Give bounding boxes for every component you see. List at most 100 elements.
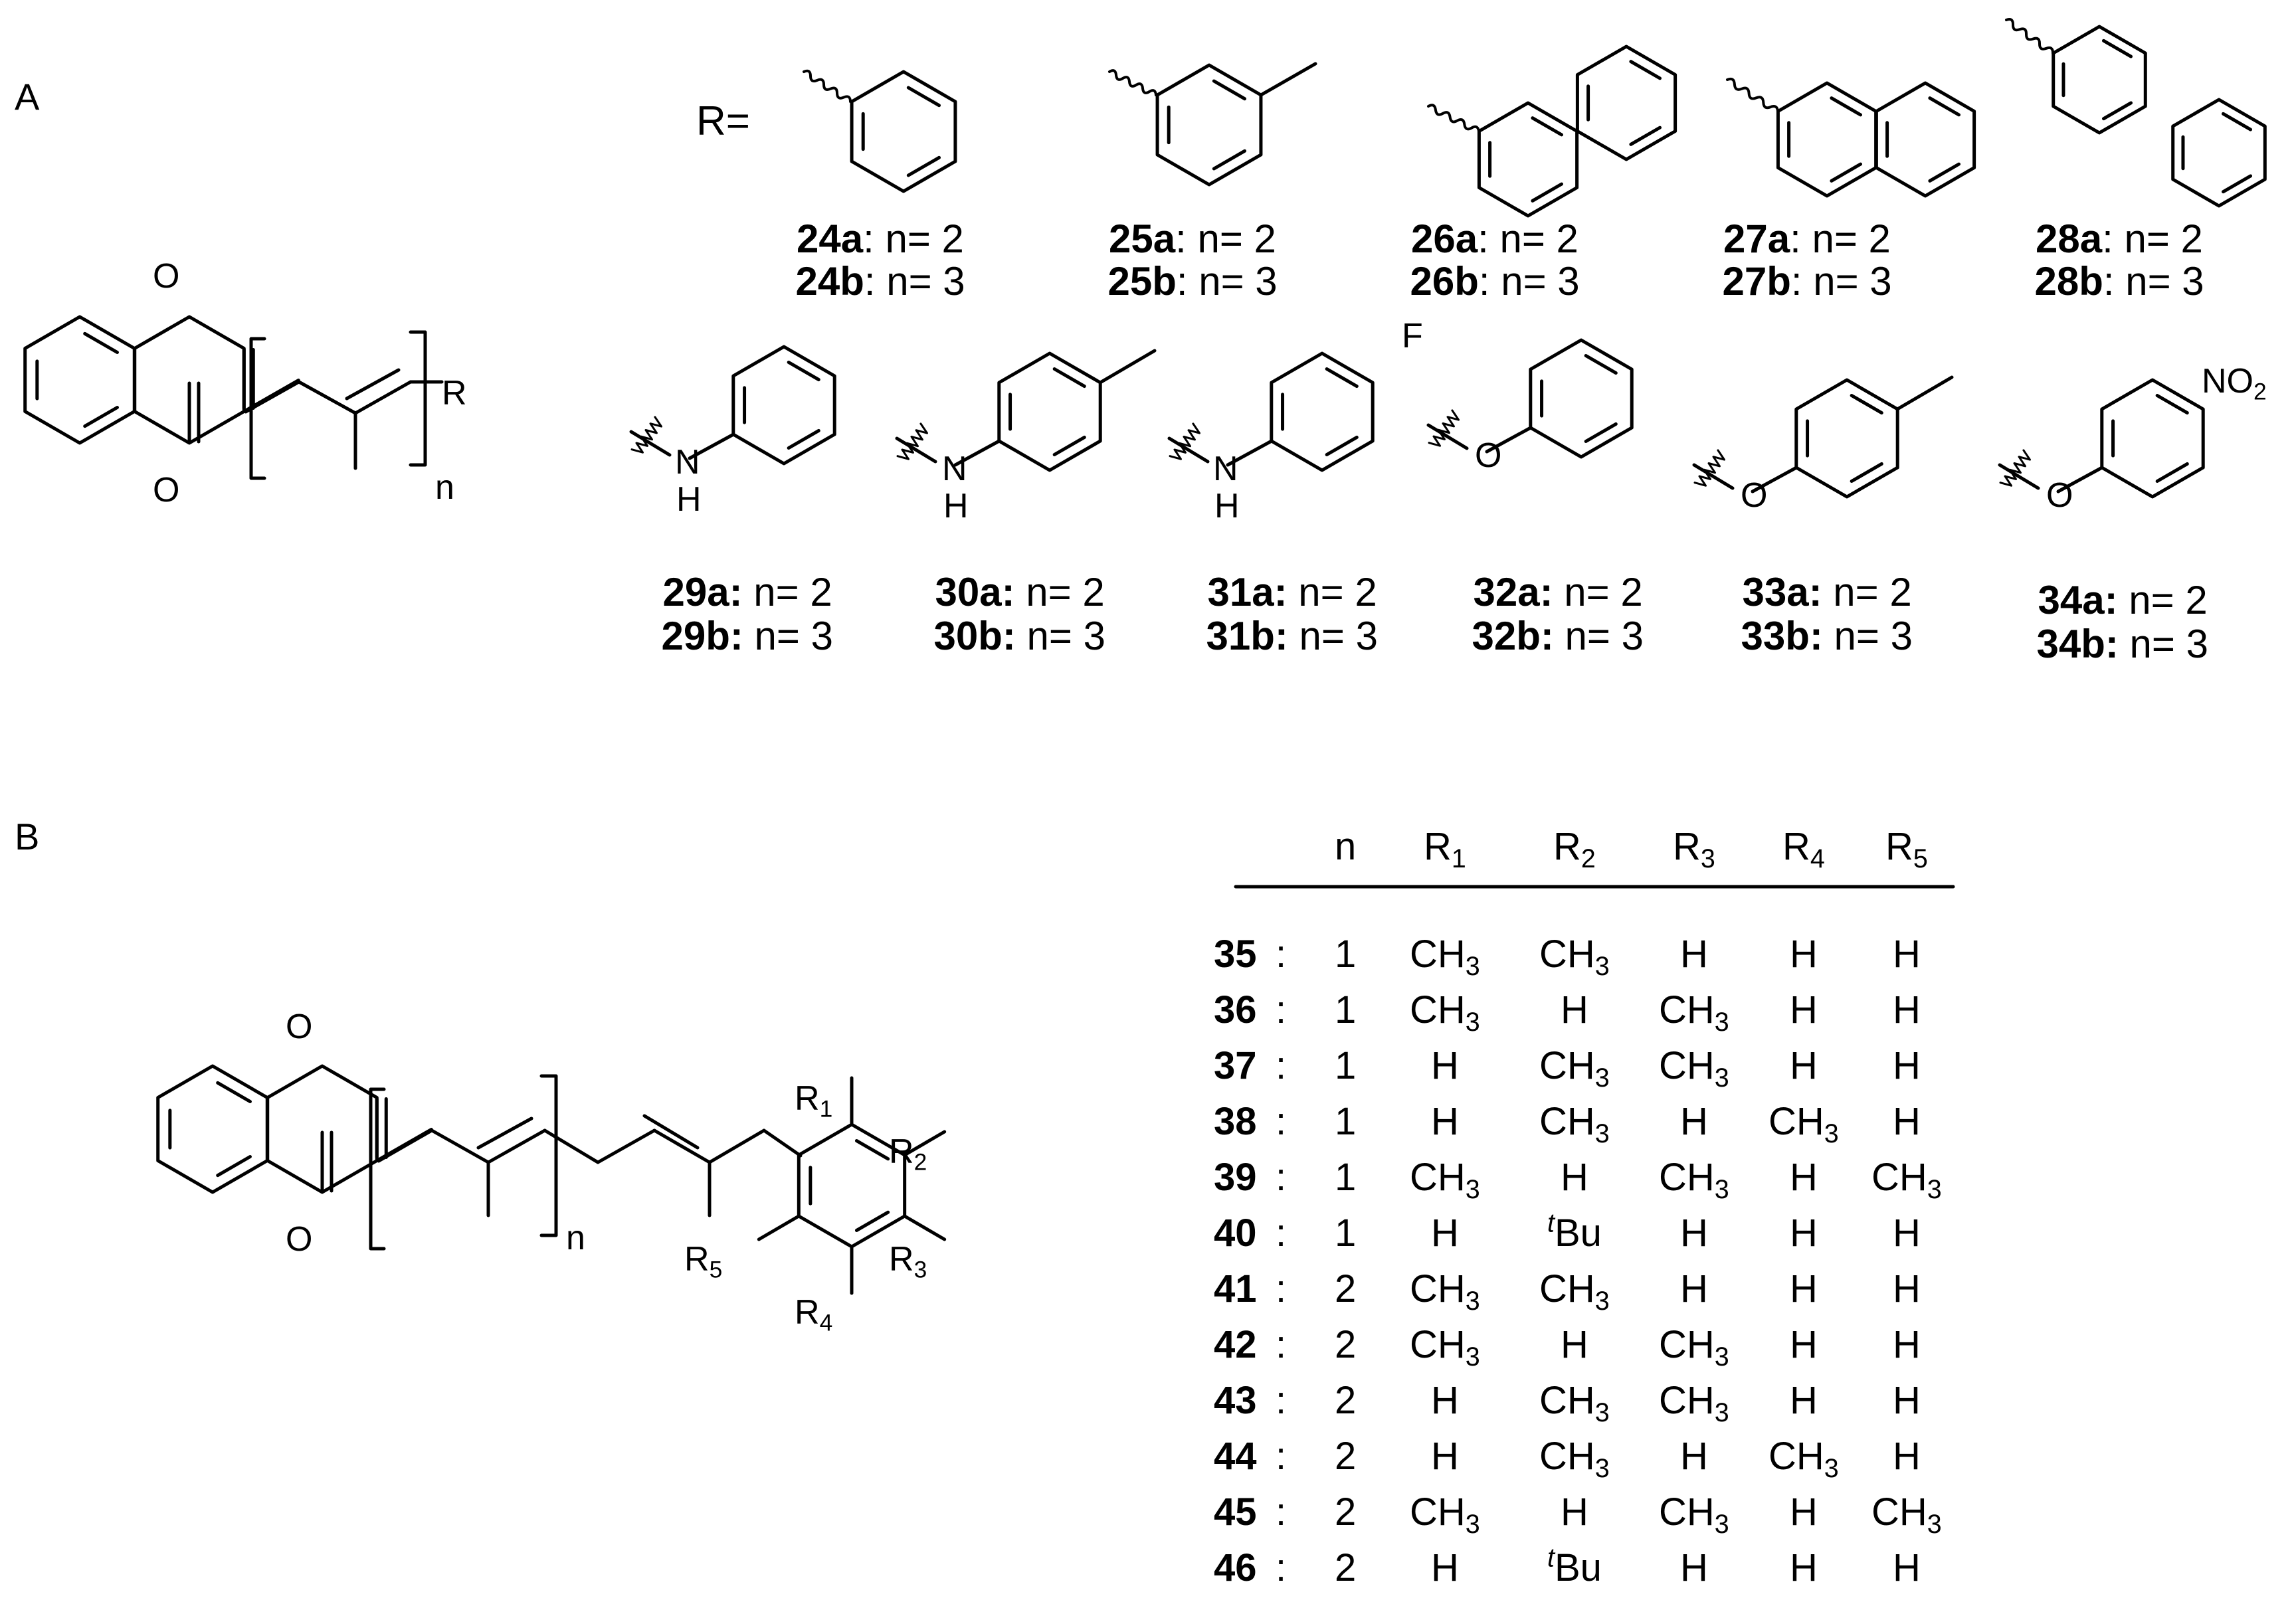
table-cell: 1: [1335, 1156, 1357, 1199]
table-cell: H: [1680, 933, 1708, 976]
attachment-mark: [1169, 422, 1200, 460]
compound-n: : n= 3: [2103, 259, 2204, 304]
table-row-colon: :: [1276, 1156, 1287, 1199]
table-row-id: 37: [1214, 1044, 1257, 1087]
double-bond-inner: [1531, 182, 1564, 203]
compound-id: 32a:: [1473, 570, 1553, 614]
table-cell: CH3: [1410, 933, 1480, 981]
double-bond-inner: [1531, 116, 1564, 137]
heteroatom-bond: [1226, 439, 1274, 467]
compound-id: 33a:: [1742, 570, 1822, 614]
ring-label-index: 2: [913, 1149, 927, 1176]
biphenyl-ring-a: [2052, 25, 2147, 135]
table-cell: CH3: [1659, 988, 1729, 1037]
bracket-left: [369, 1087, 386, 1251]
compound-label-a: 33a: n= 2: [1743, 571, 1912, 614]
table-cell: H: [1680, 1435, 1708, 1478]
aniline-ring: [997, 351, 1102, 472]
ring-label-index: 4: [819, 1310, 833, 1336]
table-cell: CH3: [1539, 1435, 1610, 1483]
table-cell: tBu: [1547, 1208, 1602, 1255]
table-row-colon: :: [1276, 1211, 1287, 1255]
compound-n: : n= 2: [2102, 217, 2203, 261]
table-cell: 2: [1335, 1435, 1357, 1478]
compound-label-a: 31a: n= 2: [1208, 571, 1377, 614]
bracket-right: [409, 330, 427, 467]
table-cell: CH3: [1539, 1044, 1610, 1093]
double-bond-inner: [1850, 462, 1883, 484]
phenyl-ring: [850, 70, 957, 193]
chain-bond: [762, 1128, 803, 1158]
table-cell: CH3: [1539, 1379, 1610, 1427]
chain-stub: [1167, 436, 1210, 464]
table-cell: H: [1790, 1323, 1818, 1366]
compound-label-b: 31b: n= 3: [1206, 615, 1379, 658]
core-b-n-label: n: [566, 1219, 585, 1257]
naphthoquinone-benzo-ring: [156, 1064, 269, 1194]
ring-label-index: 1: [819, 1096, 833, 1122]
table-cell: 2: [1335, 1323, 1357, 1366]
heteroatom-label: N: [675, 443, 700, 482]
table-cell: CH3: [1659, 1379, 1729, 1427]
compound-id: 26b: [1410, 259, 1479, 304]
double-bond-inner: [1212, 79, 1246, 101]
biphenyl-ring-b: [2171, 98, 2267, 208]
table-row-colon: :: [1276, 933, 1287, 976]
compound-id: 25b: [1107, 259, 1177, 304]
chain-double: [345, 368, 401, 401]
table-cell: H: [1893, 1267, 1921, 1310]
chain-stub: [895, 436, 937, 464]
amine-h-label: H: [943, 487, 969, 525]
phenoxy-ring: [1794, 378, 1899, 499]
double-bond-inner: [1928, 162, 1961, 183]
methyl: [1098, 349, 1157, 385]
double-bond-inner: [2221, 112, 2253, 132]
table-header-4: R4: [1782, 827, 1825, 872]
compound-n: : n= 3: [1790, 259, 1892, 304]
attachment-mark: [1428, 409, 1460, 447]
table-row-colon: :: [1276, 1323, 1287, 1366]
table-cell: H: [1561, 1490, 1588, 1534]
table-cell: H: [1431, 1100, 1459, 1143]
table-cell: H: [1561, 1323, 1588, 1366]
compound-label-a: 24a: n= 2: [797, 218, 964, 260]
table-cell: CH3: [1769, 1100, 1839, 1148]
table-header-2: R2: [1553, 827, 1596, 872]
attachment-wavy: [1427, 104, 1480, 133]
heteroatom-label: O: [1741, 476, 1768, 515]
table-row-id: 44: [1214, 1435, 1257, 1478]
header-main: R: [1424, 825, 1452, 868]
header-index: 2: [1580, 844, 1596, 873]
chain-bond: [543, 1128, 600, 1164]
compound-id: 28b: [2034, 259, 2103, 304]
table-cell: H: [1893, 933, 1921, 976]
compound-label-b: 24b: n= 3: [796, 260, 965, 303]
table-cell: H: [1790, 988, 1818, 1031]
core-b-o-bottom: O: [286, 1220, 313, 1259]
amine-h-label: H: [676, 480, 702, 519]
table-cell: CH3: [1871, 1156, 1942, 1204]
compound-id: 30a:: [935, 570, 1015, 614]
table-cell: H: [1790, 1490, 1818, 1534]
panel-b-letter: B: [15, 816, 40, 857]
compound-n: n= 3: [1822, 614, 1913, 658]
compound-label-a: 26a: n= 2: [1411, 218, 1578, 260]
table-cell: CH3: [1659, 1323, 1729, 1372]
compound-id: 32b:: [1472, 614, 1554, 658]
table-header-3: R3: [1673, 827, 1715, 872]
table-cell: H: [1680, 1267, 1708, 1310]
header-main: R: [1885, 825, 1913, 868]
table-cell: H: [1790, 1044, 1818, 1087]
chain-stub: [629, 430, 672, 457]
attachment-wavy: [1726, 77, 1779, 113]
compound-id: 27b: [1722, 259, 1791, 304]
attachment-mark: [630, 416, 662, 454]
heteroatom-label: N: [942, 450, 967, 488]
chain-stub: [1998, 463, 2040, 490]
core-b-o-top: O: [286, 1008, 313, 1046]
ring-label-main: R: [889, 1240, 914, 1279]
core-a-r-label: R: [442, 374, 467, 412]
table-cell: 1: [1335, 1100, 1357, 1143]
table-cell: 2: [1335, 1267, 1357, 1310]
